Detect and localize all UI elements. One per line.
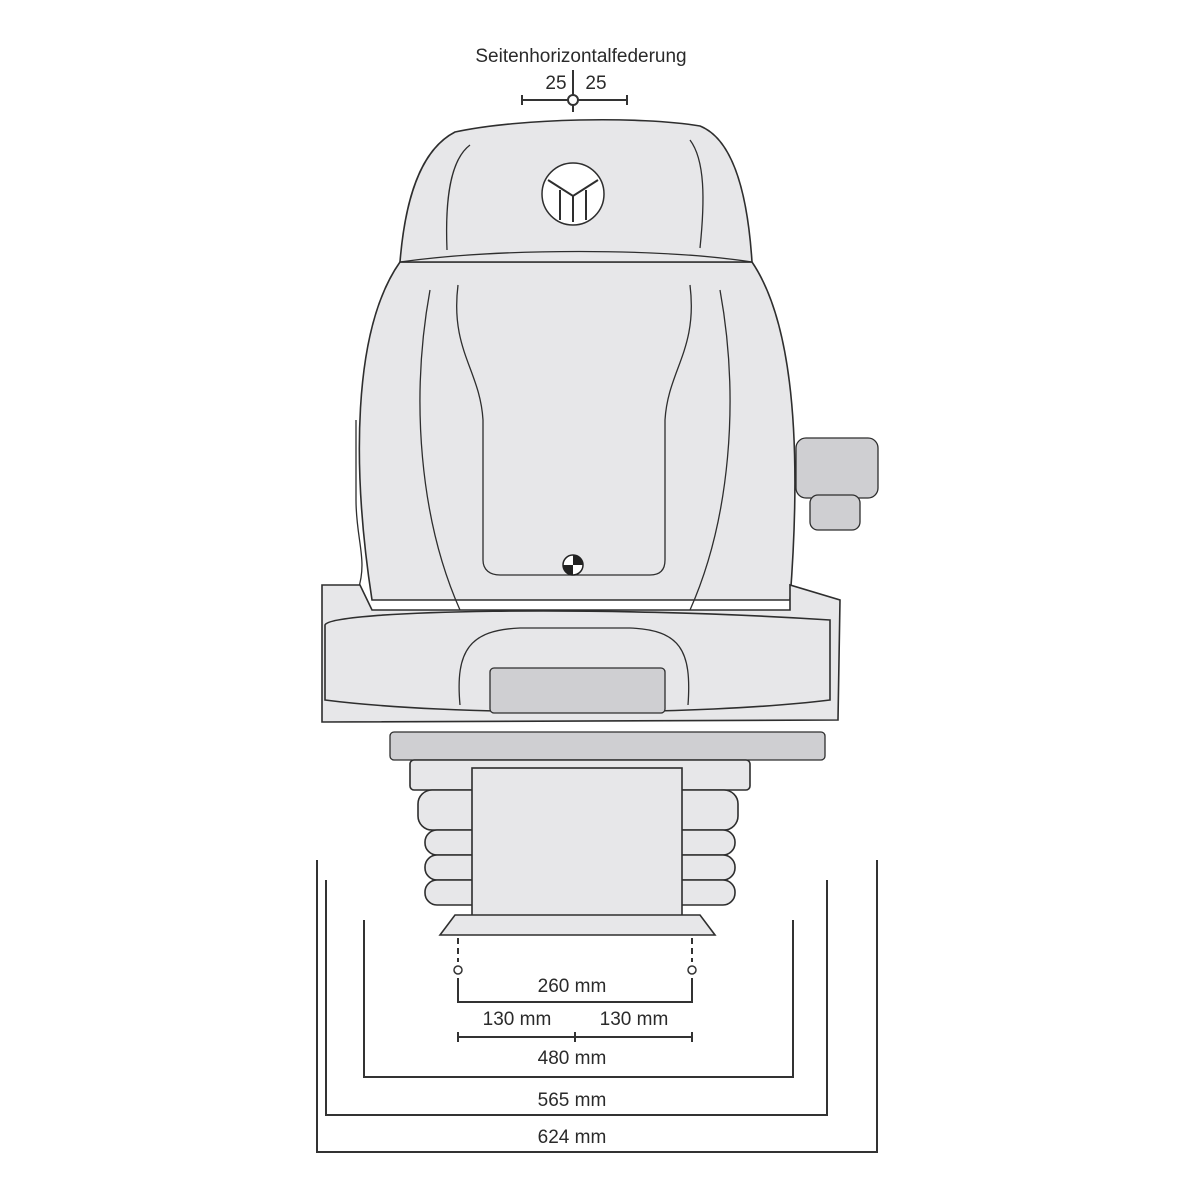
dimension-lines [316,860,878,1153]
seat-illustration [321,118,879,936]
lateral-travel-left: 25 [545,73,566,94]
suspension-bellows [417,767,739,936]
armrest-control [795,437,879,531]
dimension-130-right: 130 mm [600,1009,669,1030]
mount-hole-right [687,965,697,975]
lateral-travel-marker [521,70,628,112]
lateral-suspension-title: Seitenhorizontalfederung [475,46,686,67]
dimension-480: 480 mm [538,1048,607,1069]
dimension-624: 624 mm [538,1127,607,1148]
lateral-travel-right: 25 [585,73,606,94]
dimension-565: 565 mm [538,1090,607,1111]
brand-logo-icon [541,162,605,226]
mount-hole-left [453,965,463,975]
dimension-130-left: 130 mm [483,1009,552,1030]
center-of-gravity-icon [562,554,584,576]
dimension-260: 260 mm [538,976,607,997]
